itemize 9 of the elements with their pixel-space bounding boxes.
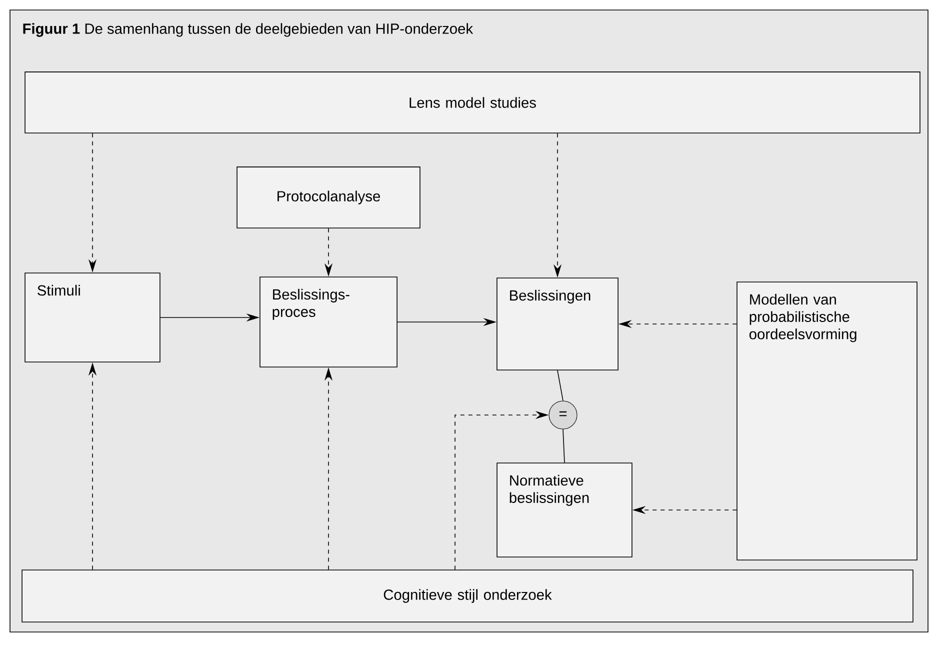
process-box: Beslissingen [496,278,618,370]
process-box: Modellen van probabilistische oordeelsvorming [736,282,918,560]
process-box: Protocolanalyse [236,166,420,228]
process-box: Beslissings- proces [260,276,398,368]
process-box: Cognitieve stijl onderzoek [22,570,914,622]
figure-title: Figuur 1 De samenhang tussen de deelgebieden van HIP-onderzoek [23,23,474,37]
process-box: Stimuli [24,272,160,362]
process-box: Normatieve beslissingen [496,462,632,558]
process-box: Lens model studies [24,72,920,134]
